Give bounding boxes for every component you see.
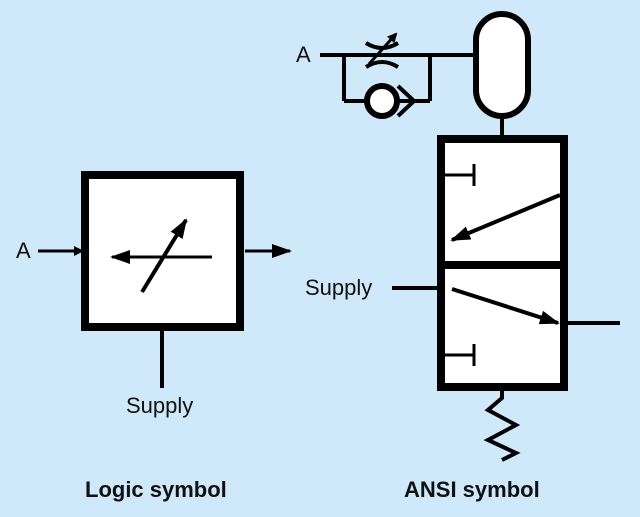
ansi-input-label: A bbox=[296, 42, 311, 67]
bottom-flow-arrow bbox=[451, 287, 560, 325]
logic-supply-label: Supply bbox=[126, 393, 194, 418]
logic-input-label: A bbox=[16, 238, 31, 263]
logic-variable-arrow bbox=[140, 218, 188, 294]
logic-caption: Logic symbol bbox=[85, 477, 227, 502]
blocked-port-bottom bbox=[441, 344, 476, 366]
ansi-supply-label: Supply bbox=[305, 275, 373, 300]
logic-symbol bbox=[38, 171, 292, 388]
ansi-caption: ANSI symbol bbox=[404, 477, 540, 502]
top-flow-arrow bbox=[450, 193, 561, 242]
pilot-capsule bbox=[473, 11, 531, 119]
spring-icon bbox=[483, 391, 521, 462]
logic-box bbox=[81, 171, 244, 331]
valve-bottom-box bbox=[437, 261, 568, 391]
blocked-port-top bbox=[441, 164, 476, 186]
ansi-symbol bbox=[320, 11, 620, 462]
flow-control-icon bbox=[320, 32, 500, 119]
